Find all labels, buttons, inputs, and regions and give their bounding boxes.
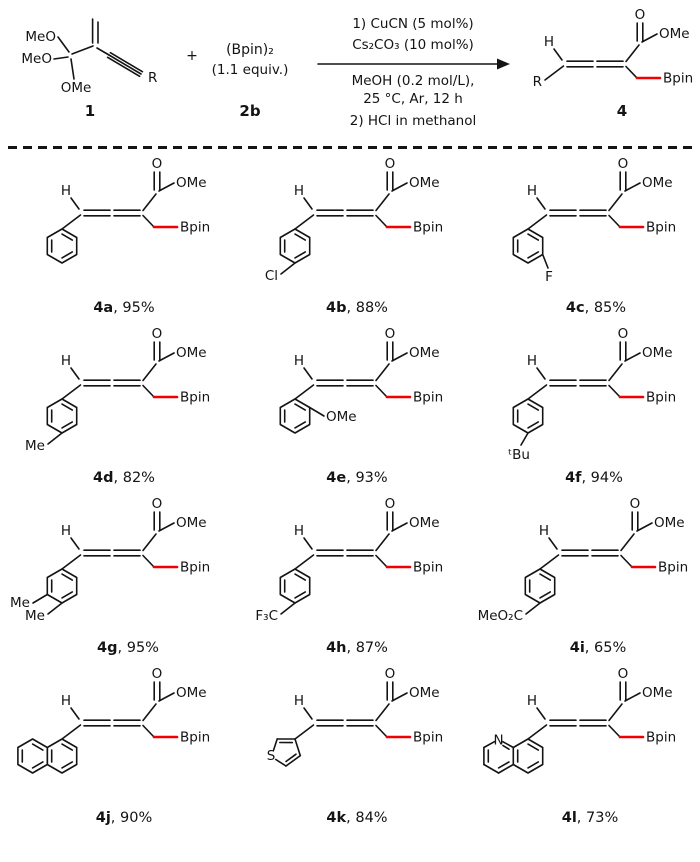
structure-4i: MeO₂C 4i, 65% [478, 494, 690, 656]
structure-4a: 4a, 95% [46, 154, 212, 316]
alkyne-triple-bond [106, 51, 144, 78]
caption-4f: 4f, 94% [565, 470, 623, 486]
product-cell-4l: N 4l, 73% [467, 661, 700, 831]
caption-4h: 4h, 87% [326, 640, 388, 656]
structure-4j: 4j, 90% [16, 664, 212, 826]
structure-4d: Me 4d, 82% [25, 324, 212, 486]
meo-mid-label: MeO [21, 51, 52, 67]
substituent-label-tbu: ᵗBu [508, 447, 530, 463]
equiv-label: (1.1 equiv.) [212, 62, 289, 78]
bpin2-label: (Bpin)₂ [226, 42, 274, 58]
thiophene-ring [272, 738, 302, 767]
condition-line-3: MeOH (0.2 mol/L), [352, 73, 475, 89]
substituent-label-cl: Cl [265, 268, 278, 284]
ome-bottom-label: OMe [61, 80, 92, 96]
product-cell-4j: 4j, 90% [0, 661, 233, 831]
dashed-separator [8, 146, 692, 149]
substituent-bond [308, 406, 325, 417]
caption-4l: 4l, 73% [562, 810, 619, 826]
structure-4k: S 4k, 84% [267, 664, 445, 826]
compound-4-label: 4 [617, 102, 627, 120]
reactant-1-structure: MeO MeO OMe R 1 [21, 18, 157, 120]
product-cell-4k: S 4k, 84% [233, 661, 466, 831]
structure-4b: Cl 4b, 88% [265, 154, 445, 316]
substituent-bond [31, 593, 63, 615]
reagent-2b: (Bpin)₂ (1.1 equiv.) 2b [212, 42, 289, 120]
substituent-bond [280, 602, 296, 615]
compound-2b-label: 2b [239, 102, 260, 120]
substituent-label-cf3: F₃C [255, 608, 278, 624]
condition-line-4: 25 °C, Ar, 12 h [363, 91, 463, 107]
sulfur-atom-label: S [267, 748, 276, 764]
structure-4f: ᵗBu 4f, 94% [508, 324, 678, 486]
product-cell-4f: ᵗBu 4f, 94% [467, 321, 700, 491]
caption-4b: 4b, 88% [326, 300, 388, 316]
plus-sign: + [186, 48, 198, 64]
substituent-bond [280, 262, 296, 275]
meo-top-label: MeO [25, 29, 56, 45]
reaction-arrowhead [497, 58, 510, 70]
reaction-scheme-page: H O OMe [0, 4, 700, 831]
substituent-label-me: Me [25, 438, 45, 454]
product-cell-4i: MeO₂C 4i, 65% [467, 491, 700, 661]
product-cell-4b: Cl 4b, 88% [233, 151, 466, 321]
caption-4e: 4e, 93% [326, 470, 387, 486]
product-4-structure: R 4 [533, 5, 695, 120]
caption-4a: 4a, 95% [93, 300, 154, 316]
pyridine-ring [483, 740, 515, 774]
caption-4k: 4k, 84% [326, 810, 387, 826]
product-cell-4c: F 4c, 85% [467, 151, 700, 321]
product-cell-4h: F₃C 4h, 87% [233, 491, 466, 661]
substituent-label-me3: Me [10, 595, 30, 611]
structure-4c: F 4c, 85% [512, 154, 678, 316]
product-cell-4e: OMe 4e, 93% [233, 321, 466, 491]
caption-4d: 4d, 82% [93, 470, 155, 486]
structure-4e: OMe 4e, 93% [279, 324, 445, 486]
r-group-label: R [148, 70, 157, 86]
reaction-scheme-header: MeO MeO OMe R 1 + (Bpin)₂ (1.1 equiv.) 2… [21, 5, 695, 129]
substituent-bond [520, 432, 530, 446]
product-cell-4a: 4a, 95% [0, 151, 233, 321]
substituent-bond [46, 432, 63, 445]
nitrogen-atom-label: N [494, 733, 504, 749]
substituent-label-f: F [545, 269, 553, 285]
caption-4i: 4i, 65% [570, 640, 627, 656]
substrate-scope-grid: 4a, 95% Cl 4b, 88% F 4c, 85% [0, 151, 700, 831]
product-cell-4d: Me 4d, 82% [0, 321, 233, 491]
structure-4l: N 4l, 73% [483, 664, 678, 826]
condition-line-2: Cs₂CO₃ (10 mol%) [352, 37, 474, 53]
product-cell-4g: Me Me 4g, 95% [0, 491, 233, 661]
caption-4j: 4j, 90% [95, 810, 152, 826]
substituent-bond [542, 253, 550, 269]
condition-line-5: 2) HCl in methanol [350, 113, 477, 129]
substituent-label-me4: Me [25, 608, 45, 624]
structure-4h: F₃C 4h, 87% [255, 494, 445, 656]
caption-4c: 4c, 85% [566, 300, 626, 316]
substituent-label-ome: OMe [326, 409, 357, 425]
reaction-arrow-group: 1) CuCN (5 mol%) Cs₂CO₃ (10 mol%) MeOH (… [317, 16, 510, 129]
substituent-label-co2me: MeO₂C [478, 608, 523, 624]
condition-line-1: 1) CuCN (5 mol%) [352, 16, 473, 32]
substituent-bond [525, 602, 542, 615]
caption-4g: 4g, 95% [97, 640, 159, 656]
compound-1-label: 1 [85, 102, 95, 120]
product-r-label: R [533, 74, 542, 90]
structure-4g: Me Me 4g, 95% [10, 494, 212, 656]
